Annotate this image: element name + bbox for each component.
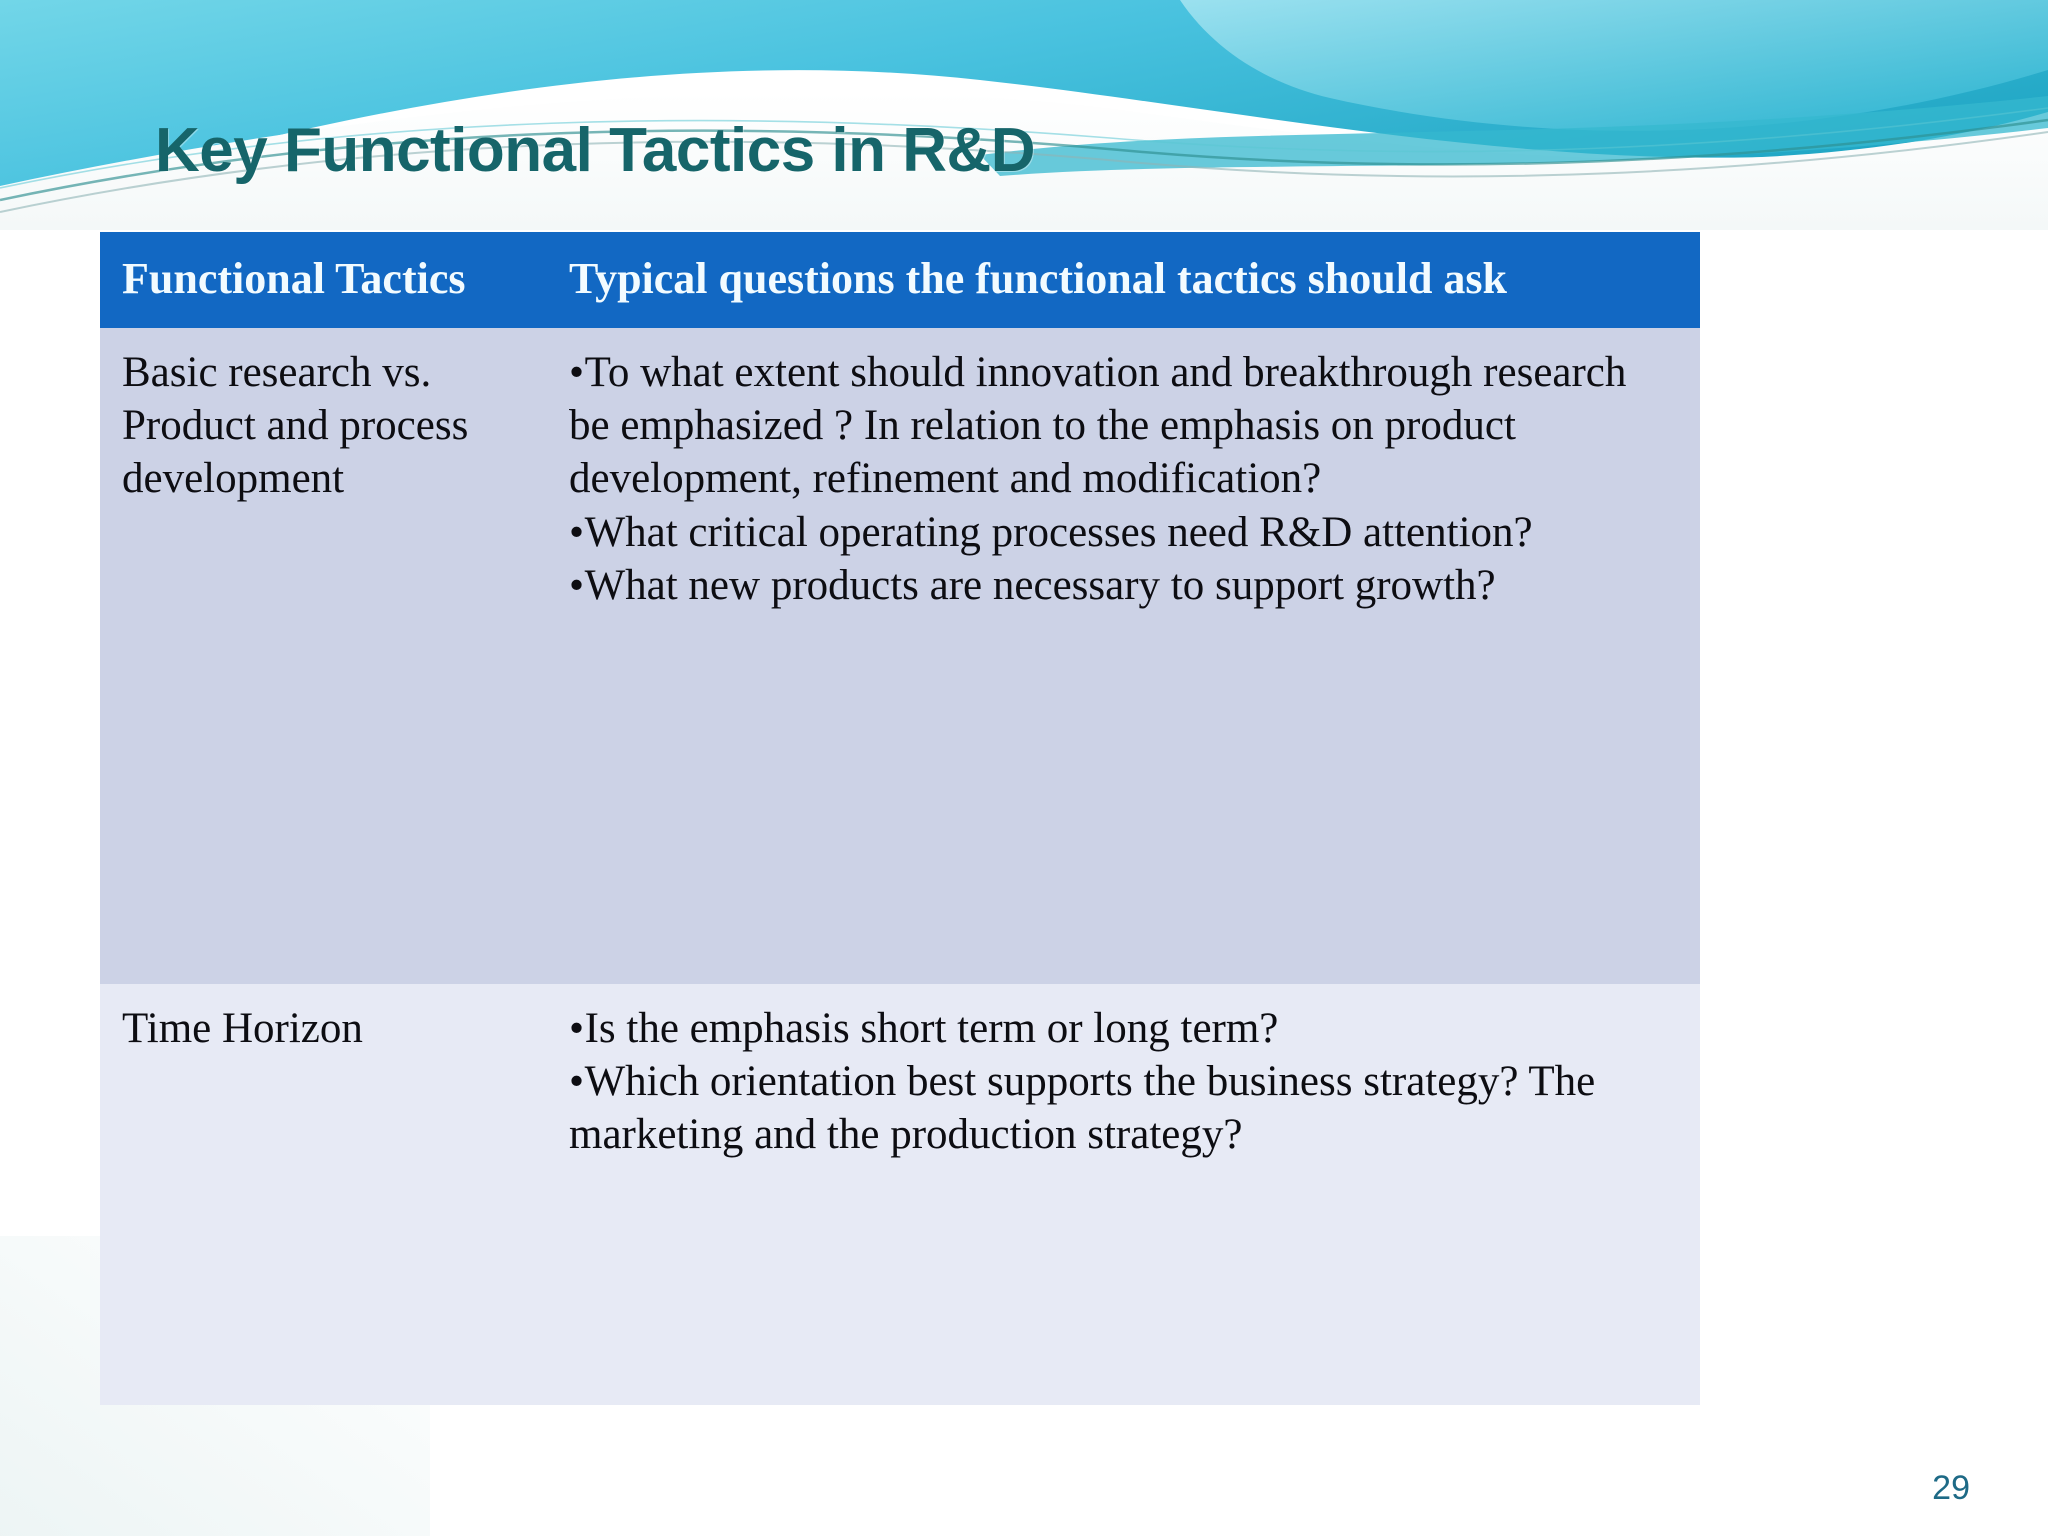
questions-cell: Is the emphasis short term or long term?…	[555, 983, 1700, 1405]
question-bullet: Which orientation best supports the busi…	[569, 1055, 1674, 1162]
table-row: Basic research vs. Product and process d…	[100, 327, 1700, 984]
slide-page-number: 29	[1932, 1469, 1970, 1507]
table-header: Functional Tactics Typical questions the…	[100, 232, 1700, 328]
question-bullet: To what extent should innovation and bre…	[569, 346, 1674, 506]
wave-graphic	[0, 0, 2048, 230]
column-header-functional-tactics: Functional Tactics	[100, 232, 555, 328]
tactic-name-cell: Basic research vs. Product and process d…	[100, 327, 555, 984]
table-row: Time Horizon Is the emphasis short term …	[100, 983, 1700, 1405]
question-bullet: What new products are necessary to suppo…	[569, 559, 1674, 612]
table-body: Basic research vs. Product and process d…	[100, 327, 1700, 1405]
header-wave-decoration	[0, 0, 2048, 230]
functional-tactics-table: Functional Tactics Typical questions the…	[100, 232, 1700, 1405]
page-title: Key Functional Tactics in R&D	[155, 116, 1036, 185]
question-bullet: Is the emphasis short term or long term?	[569, 1002, 1674, 1055]
column-header-typical-questions: Typical questions the functional tactics…	[555, 232, 1700, 328]
questions-cell: To what extent should innovation and bre…	[555, 327, 1700, 984]
table-header-row: Functional Tactics Typical questions the…	[100, 232, 1700, 328]
tactic-name-cell: Time Horizon	[100, 983, 555, 1405]
question-bullet: What critical operating processes need R…	[569, 506, 1674, 559]
